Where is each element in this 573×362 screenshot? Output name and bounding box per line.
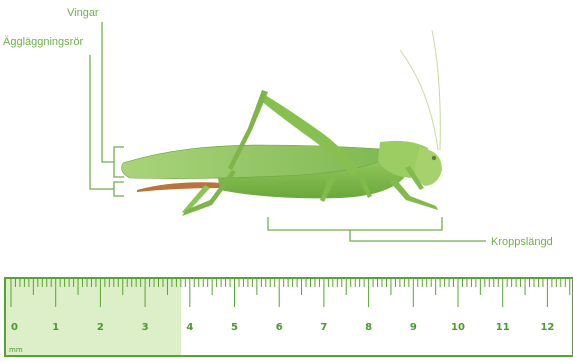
body-length-label: Kroppslängd — [491, 236, 553, 248]
ruler-unit: mm — [9, 346, 23, 354]
ruler-number: 2 — [97, 322, 104, 333]
callout-lines — [90, 22, 486, 241]
ruler-highlight — [5, 278, 181, 356]
ruler: 0123456789101112 mm — [5, 278, 573, 356]
body-length-bracket — [268, 217, 442, 230]
ruler-number: 6 — [276, 322, 283, 333]
ruler-number: 1 — [52, 322, 59, 333]
ovipositor-bracket — [114, 182, 124, 196]
grasshopper-illustration — [122, 30, 442, 216]
ruler-number: 9 — [410, 322, 417, 333]
ruler-number: 11 — [496, 322, 510, 333]
ruler-number: 4 — [186, 322, 193, 333]
ruler-number: 0 — [11, 322, 18, 333]
wings-label: Vingar — [67, 7, 99, 19]
ruler-number: 5 — [231, 322, 238, 333]
ruler-number: 12 — [540, 322, 554, 333]
body-length-callout — [350, 230, 486, 241]
wings-callout — [102, 22, 114, 162]
wings-bracket — [114, 147, 124, 177]
ovipositor-label: Äggläggningsrör — [3, 36, 83, 48]
ruler-number: 7 — [320, 322, 327, 333]
ruler-number: 10 — [451, 322, 465, 333]
ruler-number: 8 — [365, 322, 372, 333]
ruler-number: 3 — [142, 322, 149, 333]
